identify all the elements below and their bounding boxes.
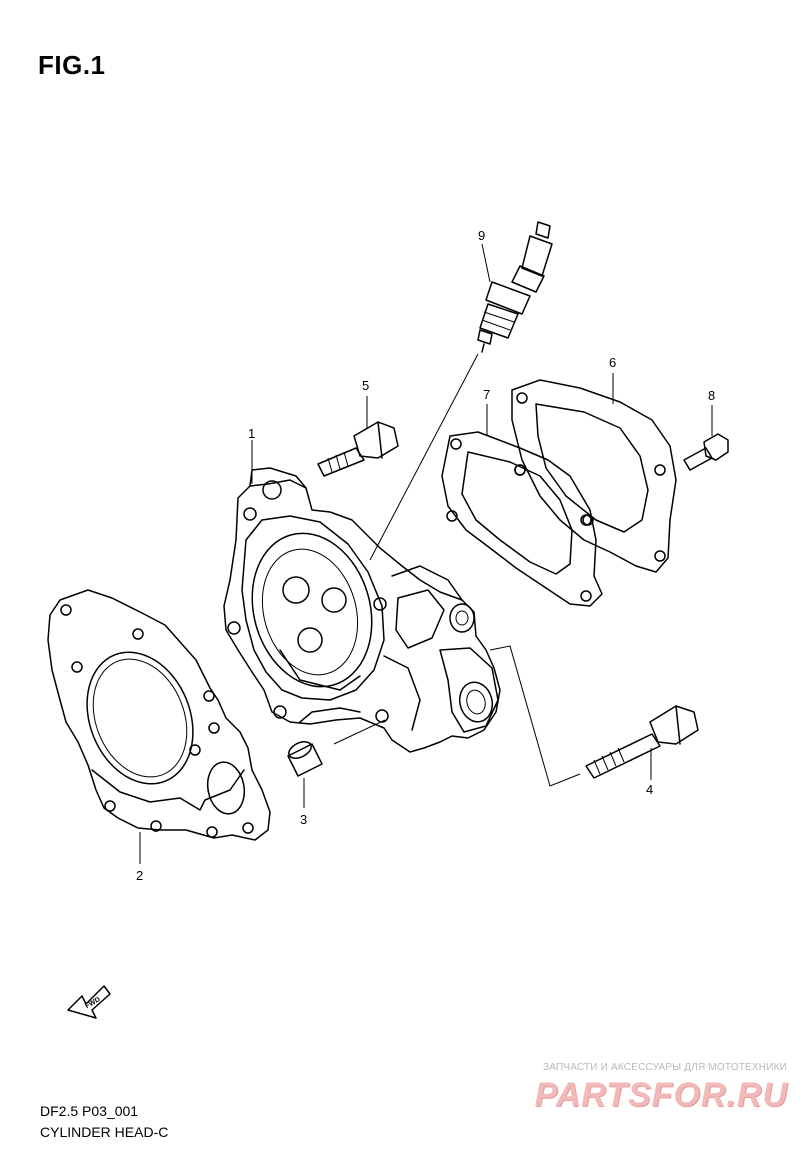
figure-title: FIG.1 (38, 50, 106, 80)
part-8-small-bolt[interactable] (683, 405, 729, 471)
callout-2: 2 (136, 868, 143, 883)
callout-6: 6 (609, 355, 616, 370)
fwd-label: FWD (84, 996, 101, 1010)
callout-7: 7 (483, 387, 490, 402)
part-1-cylinder-head[interactable] (223, 440, 501, 753)
callout-5: 5 (362, 378, 369, 393)
callout-1: 1 (248, 426, 255, 441)
part-5-short-bolt[interactable] (317, 396, 399, 477)
part-2-head-gasket[interactable] (47, 589, 271, 864)
watermark-text: ЗАПЧАСТИ И АКСЕССУАРЫ ДЛЯ МОТОТЕХНИКИ (542, 1062, 787, 1073)
callout-9: 9 (478, 228, 485, 243)
part-9-spark-plug[interactable] (369, 221, 553, 561)
watermark-logo: PARTSFOR.RU (534, 1076, 788, 1114)
fwd-arrow-icon: FWD (67, 985, 111, 1019)
part-3-dowel-pin[interactable] (286, 738, 323, 808)
callout-8: 8 (708, 388, 715, 403)
callout-4: 4 (646, 782, 653, 797)
figure-code: DF2.5 P03_001 (40, 1103, 139, 1119)
callout-3: 3 (300, 812, 307, 827)
figure-name: CYLINDER HEAD-C (40, 1124, 169, 1140)
part-4-long-bolt[interactable] (489, 645, 699, 787)
part-6-cover[interactable] (511, 373, 677, 573)
